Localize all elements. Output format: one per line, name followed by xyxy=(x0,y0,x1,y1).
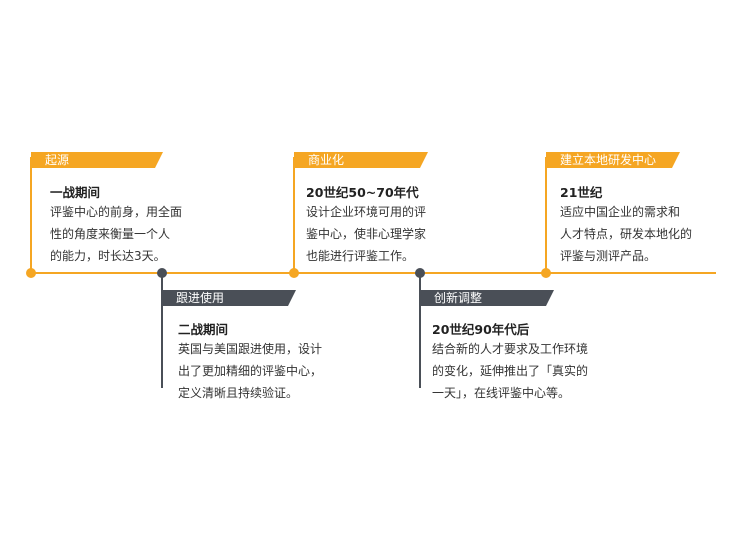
event-title-1: 二战期间 xyxy=(178,322,229,337)
event-title-4: 21世纪 xyxy=(560,185,603,200)
event-desc-4: 适应中国企业的需求和 人才特点，研发本地化的 评鉴与测评产品。 xyxy=(560,205,693,263)
timeline-dot-2 xyxy=(289,268,299,278)
timeline-dot-4 xyxy=(541,268,551,278)
event-tag-2: 商业化 xyxy=(294,152,428,168)
timeline-axis xyxy=(28,272,716,274)
event-tag-1: 跟进使用 xyxy=(162,290,296,306)
event-desc-3: 结合新的人才要求及工作环境 的变化，延伸推出了「真实的 一天」，在线评鉴中心等。 xyxy=(432,342,589,400)
event-tag-4: 建立本地研发中心 xyxy=(546,152,680,168)
event-title-2: 20世纪50~70年代 xyxy=(306,185,419,200)
timeline-stem-0 xyxy=(30,157,32,273)
timeline-stem-1 xyxy=(161,273,163,388)
timeline-dot-1 xyxy=(157,268,167,278)
event-tag-3: 创新调整 xyxy=(420,290,554,306)
event-desc-1: 英国与美国跟进使用，设计 出了更加精细的评鉴中心， 定义清晰且持续验证。 xyxy=(178,342,323,400)
timeline-dot-3 xyxy=(415,268,425,278)
event-desc-2: 设计企业环境可用的评 鉴中心，使非心理学家 也能进行评鉴工作。 xyxy=(306,205,427,263)
event-title-0: 一战期间 xyxy=(50,185,101,200)
timeline-stem-2 xyxy=(293,157,295,273)
event-title-3: 20世纪90年代后 xyxy=(432,322,530,337)
event-desc-0: 评鉴中心的前身，用全面 性的角度来衡量一个人 的能力，时长达3天。 xyxy=(50,205,183,263)
event-tag-0: 起源 xyxy=(31,152,163,168)
timeline-stem-3 xyxy=(419,273,421,388)
timeline-dot-0 xyxy=(26,268,36,278)
timeline-stem-4 xyxy=(545,157,547,273)
